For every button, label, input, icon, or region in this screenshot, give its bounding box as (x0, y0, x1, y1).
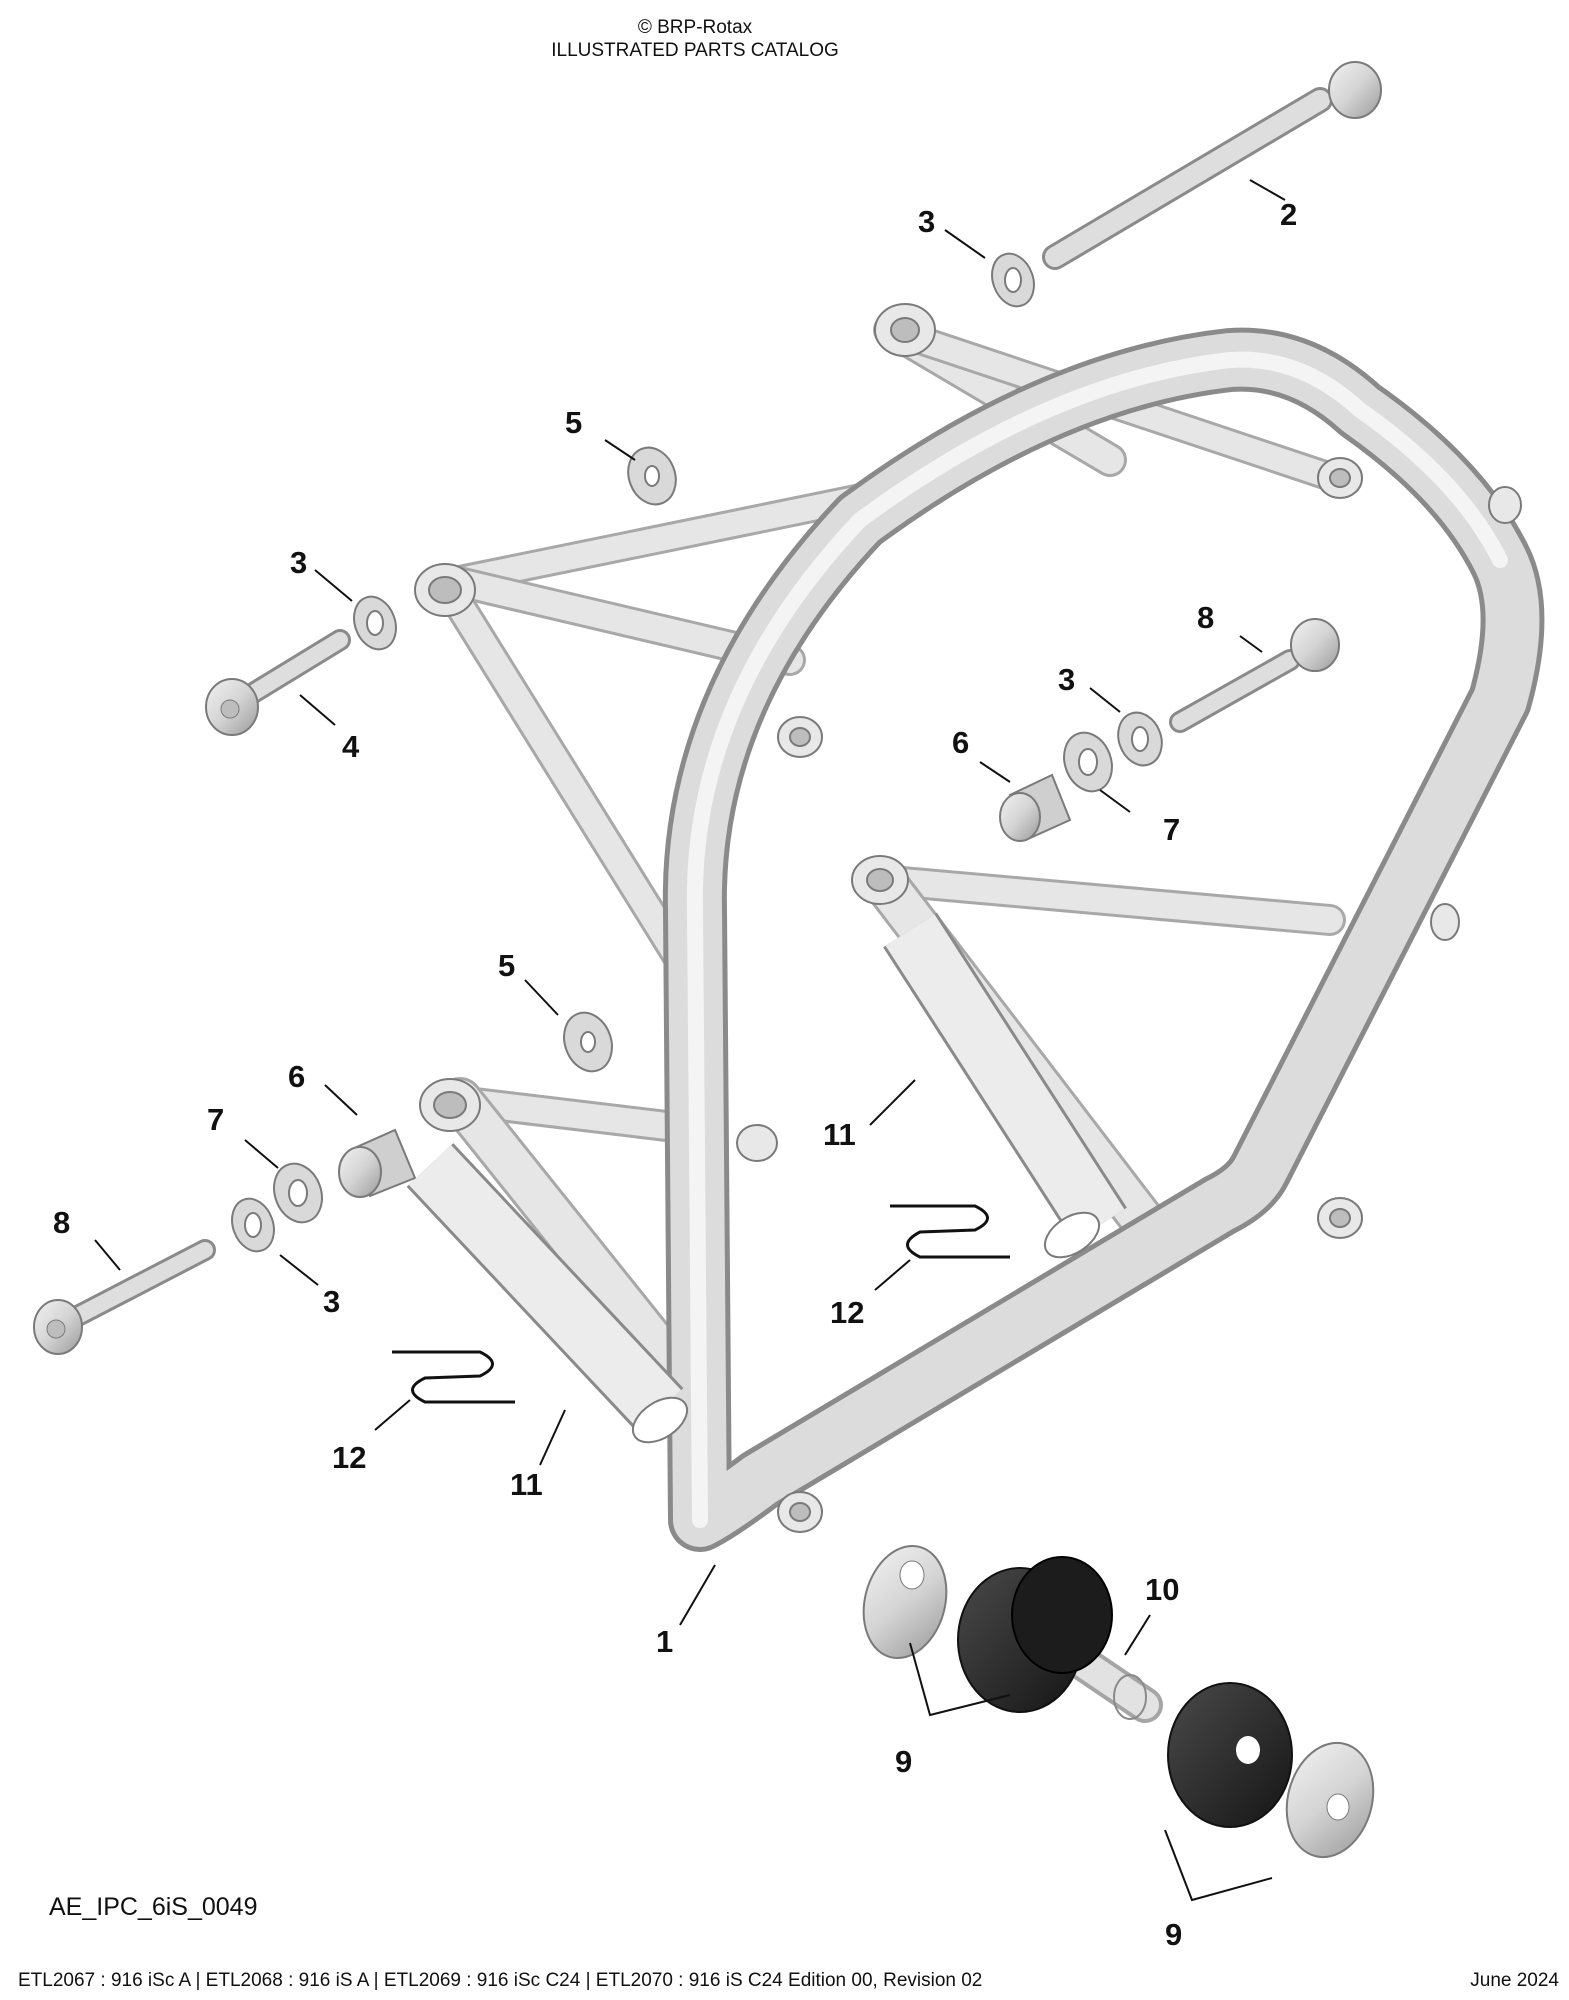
callout-3: 3 (918, 204, 935, 239)
callouts: 2 3 5 3 4 8 3 6 7 5 6 7 8 3 11 12 12 11 … (53, 197, 1297, 1952)
bolt-4 (205, 629, 351, 736)
washers (231, 252, 1163, 1253)
copyright-notice: © BRP-Rotax (637, 17, 753, 38)
callout-3: 3 (290, 545, 307, 580)
catalog-title: ILLUSTRATED PARTS CATALOG (551, 40, 839, 61)
bolt-8-lower (33, 1239, 216, 1355)
callout-12: 12 (830, 1295, 864, 1330)
callout-4: 4 (342, 729, 360, 764)
callout-12: 12 (332, 1440, 366, 1475)
callout-8: 8 (53, 1205, 70, 1240)
callout-3: 3 (1058, 662, 1075, 697)
callout-11: 11 (823, 1117, 856, 1152)
bolt-8-upper (1169, 618, 1340, 733)
callout-8: 8 (1197, 600, 1214, 635)
callout-7: 7 (1163, 812, 1180, 847)
callout-5: 5 (498, 948, 515, 983)
callout-6: 6 (952, 725, 969, 760)
figure-id: AE_IPC_6iS_0049 (49, 1893, 258, 1921)
retaining-clips (392, 1204, 1010, 1404)
bolt-2 (1042, 61, 1382, 270)
footer-date: June 2024 (1470, 1970, 1559, 1991)
engine-mount-frame (414, 303, 1545, 1552)
footer-applicability: ETL2067 : 916 iSc A | ETL2068 : 916 iS A… (18, 1970, 983, 1991)
sleeve-tubes (406, 912, 1127, 1444)
spacers (338, 773, 1072, 1198)
callout-10: 10 (1145, 1572, 1179, 1607)
rubber-mount-assembly (862, 1544, 1375, 1859)
frame-bosses (414, 303, 1522, 1533)
callout-6: 6 (288, 1059, 305, 1094)
callout-11: 11 (510, 1467, 543, 1502)
callout-7: 7 (207, 1102, 224, 1137)
leader-lines (94, 179, 1286, 1902)
callout-9: 9 (1165, 1917, 1182, 1952)
callout-5: 5 (565, 405, 582, 440)
callout-1: 1 (656, 1624, 673, 1659)
callout-9: 9 (895, 1744, 912, 1779)
callout-3: 3 (323, 1284, 340, 1319)
callout-2: 2 (1280, 197, 1297, 232)
